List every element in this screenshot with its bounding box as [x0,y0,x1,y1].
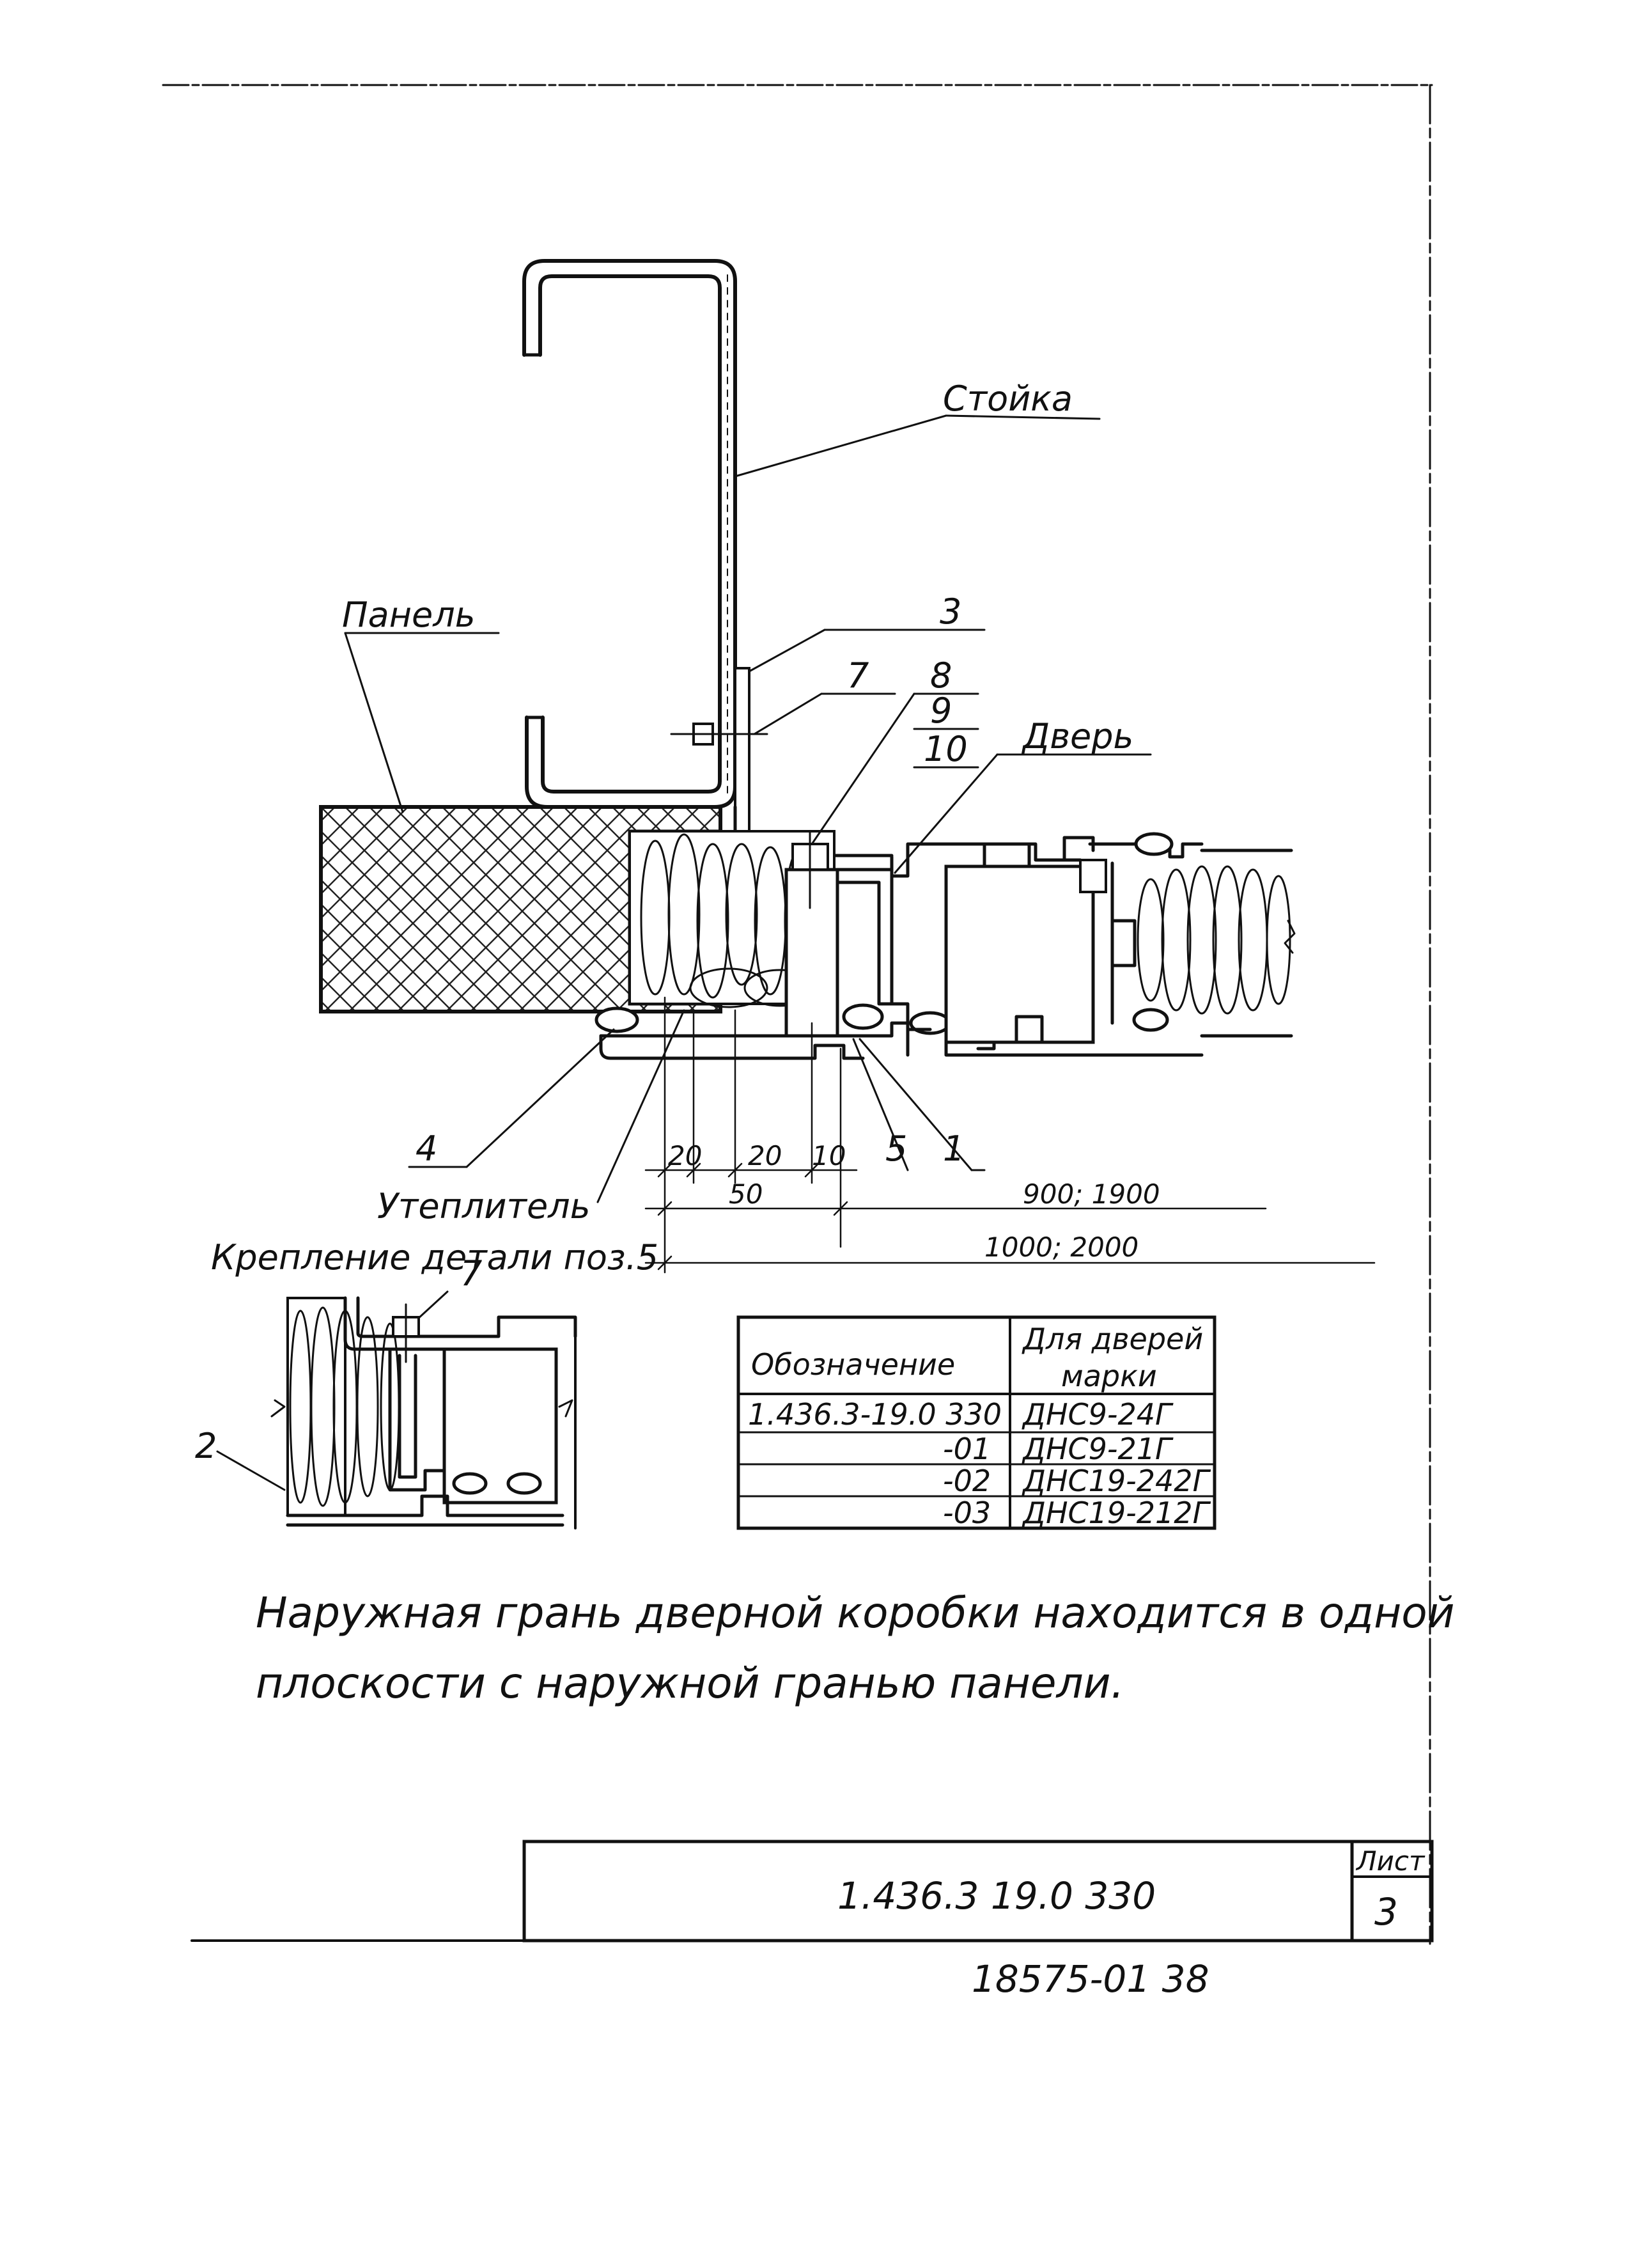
title-block-code: 1.436.3 19.0 330 [837,1874,1156,1918]
table-row: -01 ДНС9-21Г [943,1432,1174,1466]
label-pos5: 5 [885,1129,907,1169]
table-row: 1.436.3-19.0 330 ДНС9-24Г [748,1397,1174,1432]
table-cell-door: ДНС19-242Г [1022,1464,1211,1498]
label-pos4: 4 [416,1129,437,1169]
dimension-values: 20 20 10 50 900; 1900 1000; 2000 [668,1140,1160,1263]
table-cell-designation: -01 [943,1432,991,1466]
label-insulation: Утеплитель [377,1186,591,1226]
table-cell-door: ДНС9-21Г [1022,1432,1174,1466]
detail-label-pos7: 7 [460,1253,482,1294]
drawing-note: Наружная грань дверной коробки находится… [256,1588,1455,1708]
table-header-designation: Обозначение [751,1347,955,1382]
label-pos8: 8 [930,655,952,696]
drawing-labels: Стойка Панель 3 7 8 9 10 Дверь 4 5 1 Уте… [342,379,1133,1226]
table-cell-door: ДНС9-24Г [1022,1397,1174,1432]
detail-caption: Крепление детали поз.5 [211,1237,658,1278]
title-block-sheet-number: 3 [1374,1890,1398,1934]
detail-view: Крепление детали поз.5 7 2 [195,1237,658,1529]
dim-1000-2000: 1000; 2000 [984,1232,1139,1263]
table-cell-designation: -03 [943,1496,991,1530]
table-row: -02 ДНС19-242Г [943,1464,1211,1498]
table-cell-door: ДНС19-212Г [1022,1496,1211,1530]
column-profile [522,259,737,809]
leader-lines [344,414,1152,1203]
note-line-2: плоскости с наружной гранью панели. [256,1659,1124,1708]
table-cell-designation: 1.436.3-19.0 330 [748,1397,1002,1432]
dim-10: 10 [812,1140,846,1171]
dim-900-1900: 900; 1900 [1023,1178,1160,1210]
label-pos1: 1 [943,1129,965,1169]
label-pos10: 10 [924,729,968,769]
door-insulation [1110,849,1296,1038]
label-panel: Панель [342,595,476,635]
table-cell-designation: -02 [943,1464,991,1498]
table-header-doors-2: марки [1061,1359,1157,1393]
title-block-sheet-label: Лист [1355,1845,1426,1877]
dimension-lines [644,996,1376,1274]
label-pos7: 7 [847,655,869,696]
label-door: Дверь [1022,716,1133,756]
footer-number: 18575-01 38 [972,1957,1209,2001]
title-block: 1.436.3 19.0 330 Лист 3 [522,1840,1434,1943]
table-header-doors-1: Для дверей [1022,1322,1203,1356]
dim-20-a: 20 [668,1140,702,1171]
dim-20-b: 20 [748,1140,782,1171]
label-pos9: 9 [930,691,952,731]
detail-label-pos2: 2 [195,1426,217,1466]
door-leaf-profile [890,832,1204,1057]
dim-50: 50 [729,1178,763,1210]
label-pos3: 3 [940,591,961,632]
label-stoika: Стойка [943,379,1073,419]
designation-table: Обозначение Для дверей марки 1.436.3-19.… [736,1315,1216,1530]
note-line-1: Наружная грань дверной коробки находится… [256,1588,1455,1638]
table-row: -03 ДНС19-212Г [943,1496,1211,1530]
